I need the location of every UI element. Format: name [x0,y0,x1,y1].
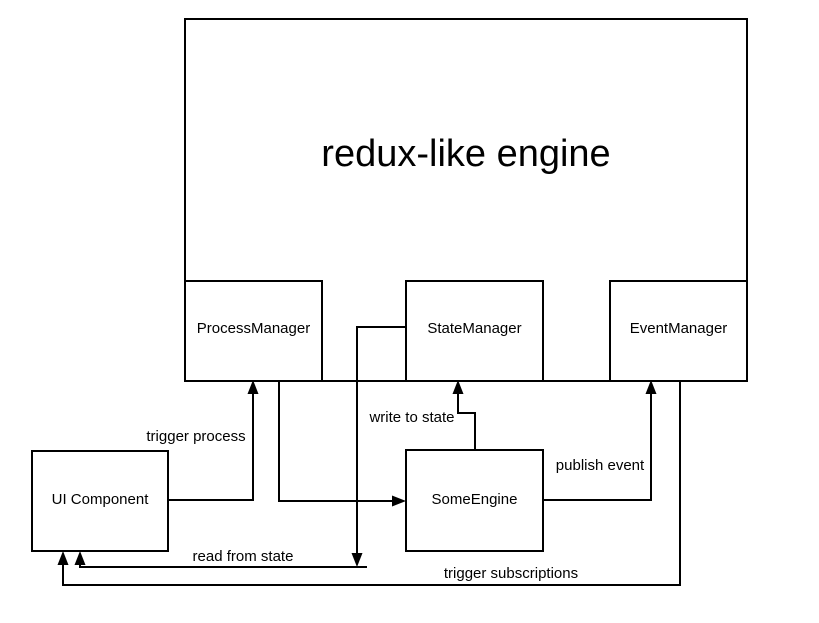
publish-event-arrowhead [645,380,657,394]
event-manager-box[interactable] [609,280,748,382]
process-manager-label: ProcessManager [197,320,310,337]
edge-trigger-subscriptions[interactable]: trigger subscriptions [57,381,681,586]
event-manager-node[interactable]: EventManager [609,280,748,382]
publish-event-line [543,391,652,501]
process-manager-node[interactable]: ProcessManager [184,280,323,382]
ui-component-box[interactable] [31,450,169,552]
state-manager-label: StateManager [427,320,521,337]
process-manager-box[interactable] [184,280,323,382]
event-manager-label: EventManager [630,320,728,337]
publish-event-label: publish event [556,457,645,474]
process-to-engine-line [278,381,395,502]
trigger-process-label: trigger process [146,428,245,445]
edge-publish-event[interactable]: publish event [543,380,657,501]
trigger-process-line [168,391,254,501]
redux-like-engine-title: redux-like engine [321,133,610,175]
read-from-state-arrowhead [74,551,86,565]
some-engine-box[interactable] [405,449,544,552]
ui-component-node[interactable]: UI Component [31,450,169,552]
edge-write-to-state[interactable]: write to state [368,380,476,450]
write-to-state-arrowhead [452,380,464,394]
state-manager-box[interactable] [405,280,544,382]
ui-component-label: UI Component [52,491,150,508]
some-engine-node[interactable]: SomeEngine [405,449,544,552]
process-to-engine-arrowhead [392,495,406,507]
write-to-state-label: write to state [368,409,454,426]
edge-trigger-process[interactable]: trigger process [146,380,259,501]
read-from-state-label: read from state [193,548,294,565]
edge-read-from-state[interactable]: read from state [74,326,407,568]
trigger-subscriptions-arrowhead [57,551,69,565]
read-from-state-down-arrowhead [351,553,363,567]
trigger-subscriptions-line [62,381,681,586]
state-manager-node[interactable]: StateManager [405,280,544,382]
trigger-process-arrowhead [247,380,259,394]
trigger-subscriptions-label: trigger subscriptions [444,565,578,582]
read-from-state-down-line [356,326,406,556]
some-engine-label: SomeEngine [432,491,518,508]
edge-process-to-engine[interactable] [278,381,406,507]
write-to-state-line [457,391,476,450]
